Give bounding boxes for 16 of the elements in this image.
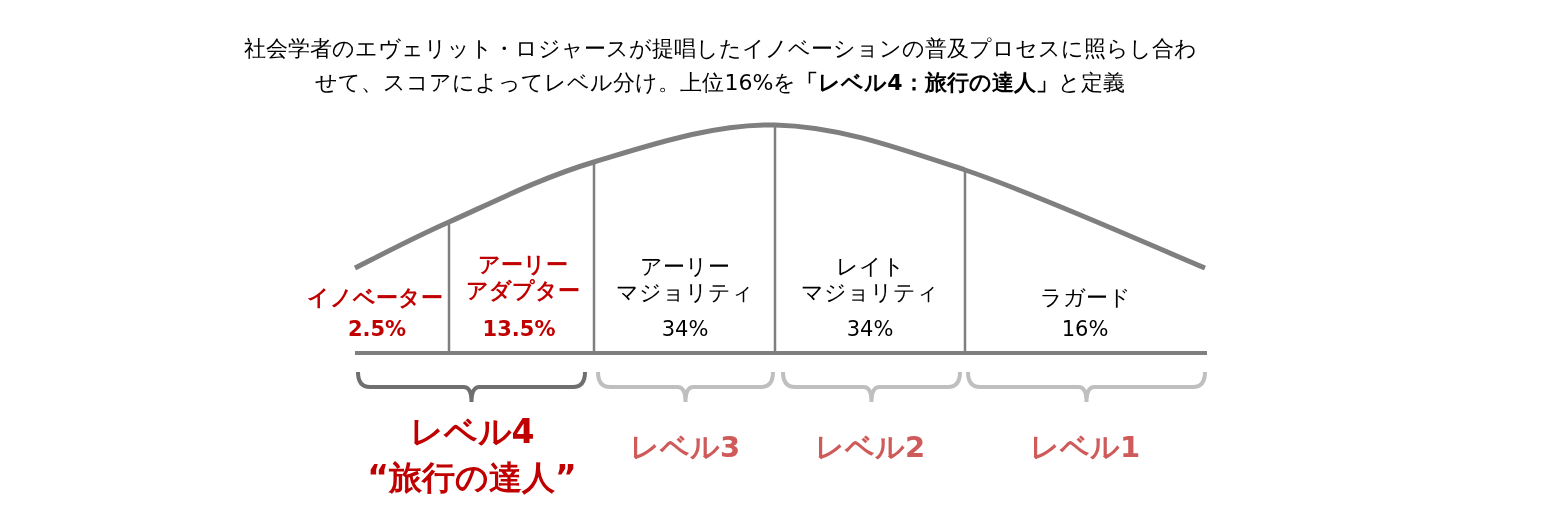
segment-label: アーリーアダプター [466, 251, 580, 305]
level-label: レベル4 [409, 412, 535, 452]
title: 社会学者のエヴェリット・ロジャースが提唱したイノベーションの普及プロセスに照らし合わせて、スコアによってレベル分け。上位16%を「レベル4：旅行の達人」と定義 [242, 35, 1198, 97]
percentage-label: 34% [846, 317, 894, 343]
segment-label: ラガード [1039, 284, 1131, 312]
segment-label: アーリーマジョリティ [616, 253, 754, 307]
percentage-label: 16% [1061, 317, 1109, 343]
level-subtitle: “旅行の達人” [367, 458, 577, 498]
percentage-label: 13.5% [482, 317, 556, 343]
level-label: レベル2 [814, 429, 926, 465]
level-label: レベル1 [1029, 429, 1141, 465]
percentage-label: 34% [661, 317, 709, 343]
percentage-label: 2.5% [347, 317, 407, 343]
level-label: レベル3 [629, 429, 741, 465]
segment-label: レイトマジョリティ [801, 253, 939, 307]
segment-label: イノベーター [307, 284, 443, 312]
